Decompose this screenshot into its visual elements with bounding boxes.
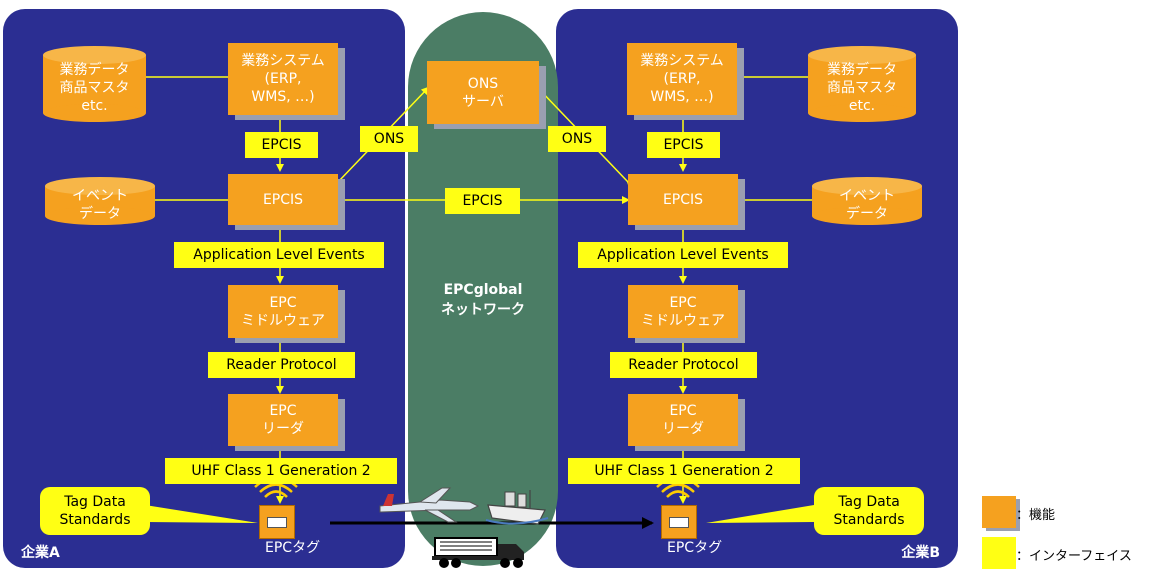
legend-function-label: ：機能	[1016, 508, 1056, 523]
epc-reader-b: EPC リーダ	[628, 394, 738, 446]
tag-data-standards-b: Tag Data Standards	[814, 487, 924, 535]
epcis-interface-b: EPCIS	[647, 132, 720, 158]
network-label: EPCglobal ネットワーク	[441, 282, 525, 318]
ale-interface-b: Application Level Events	[578, 242, 788, 268]
truck-icon	[432, 537, 524, 568]
ons-interface-right: ONS	[548, 126, 606, 152]
epc-tag-a	[259, 505, 295, 539]
epc-middleware-b: EPC ミドルウェア	[628, 285, 738, 338]
ale-interface-a: Application Level Events	[174, 242, 384, 268]
epc-tag-label-a: EPCタグ	[265, 540, 321, 556]
ship-icon	[485, 490, 549, 525]
legend-interface-swatch	[982, 537, 1016, 569]
business-data-store-a: 業務データ 商品マスタ etc.	[43, 46, 146, 122]
air-protocol-a: UHF Class 1 Generation 2	[165, 458, 397, 484]
airplane-icon	[379, 487, 480, 523]
tag-data-standards-a: Tag Data Standards	[40, 487, 150, 535]
business-system-a: 業務システム (ERP, WMS, …)	[228, 43, 338, 115]
epcis-interface-a: EPCIS	[245, 132, 318, 158]
business-system-b: 業務システム (ERP, WMS, …)	[627, 43, 737, 115]
reader-protocol-a: Reader Protocol	[208, 352, 355, 378]
company-a-label: 企業A	[21, 545, 60, 561]
air-protocol-b: UHF Class 1 Generation 2	[568, 458, 800, 484]
reader-protocol-b: Reader Protocol	[610, 352, 757, 378]
legend-interface-label: ：インターフェイス	[1016, 549, 1132, 564]
event-data-store-b: イベント データ	[812, 177, 922, 225]
epc-tag-label-b: EPCタグ	[667, 540, 723, 556]
epc-reader-a: EPC リーダ	[228, 394, 338, 446]
event-data-store-a: イベント データ	[45, 177, 155, 225]
ons-interface-left: ONS	[360, 126, 418, 152]
epcis-b: EPCIS	[628, 174, 738, 225]
epc-middleware-a: EPC ミドルウェア	[228, 285, 338, 338]
ons-server-box: ONS サーバ	[427, 61, 539, 124]
epcis-network-interface: EPCIS	[445, 188, 520, 214]
epc-tag-b	[661, 505, 697, 539]
epcis-a: EPCIS	[228, 174, 338, 225]
business-data-store-b: 業務データ 商品マスタ etc.	[808, 46, 916, 122]
legend-function-swatch	[982, 496, 1016, 528]
company-b-label: 企業B	[901, 545, 940, 561]
